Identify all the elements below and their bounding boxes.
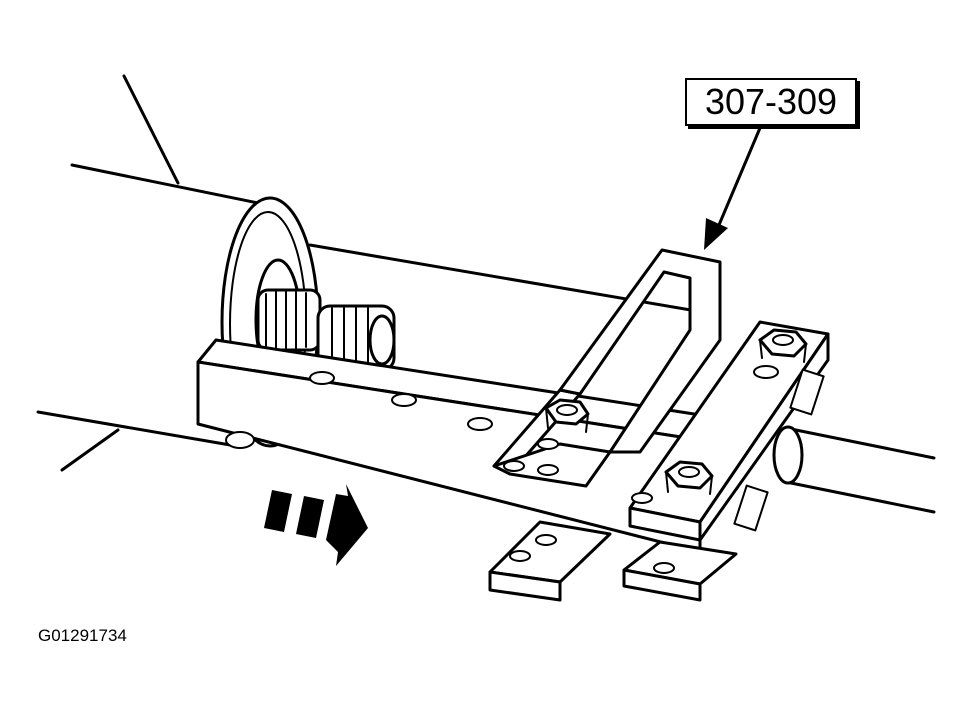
tool-number-label: 307-309 <box>704 81 838 122</box>
hex-nut-middle-right <box>664 460 714 495</box>
hex-nut-top-right <box>758 328 808 363</box>
tool-number-callout: 307-309 <box>685 78 857 126</box>
callout-leader-arrow <box>704 126 762 250</box>
figure-id-label: G01291734 <box>38 626 127 645</box>
splined-shaft <box>256 288 396 372</box>
tool-lower-feet <box>488 520 738 602</box>
triple-arrow-right-icon <box>264 484 368 566</box>
tool-307-309-yoke <box>492 248 722 488</box>
steering-column-tube <box>36 74 722 472</box>
hex-nut-left <box>544 398 590 433</box>
tool-base-plate <box>196 338 722 554</box>
output-shaft <box>772 425 936 514</box>
